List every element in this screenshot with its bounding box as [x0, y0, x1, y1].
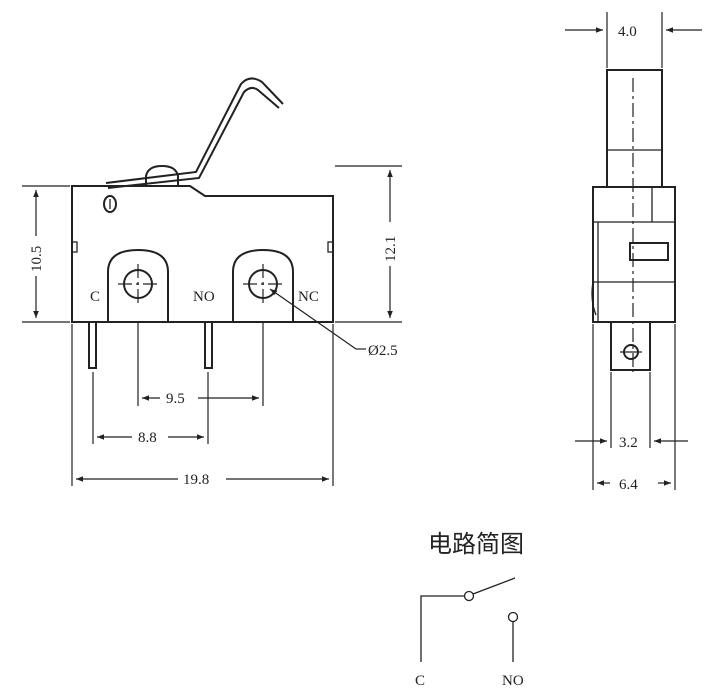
circuit-label-no: NO: [502, 673, 524, 689]
side-notch: [629, 242, 669, 261]
dim-pin-spacing: 8.8: [138, 430, 157, 446]
lever-arm-inner: [107, 86, 280, 189]
dim-top-width: 4.0: [618, 24, 637, 40]
circuit-switch-blade: [472, 577, 516, 595]
actuator-button: [145, 164, 179, 186]
side-terminal: [610, 322, 651, 371]
terminal-c-pin: [88, 321, 97, 369]
label-c: C: [90, 289, 100, 305]
lever-arm: [105, 77, 284, 184]
dim-hole-spacing: 9.5: [166, 391, 185, 407]
label-nc: NC: [298, 289, 319, 305]
switch-body: [71, 185, 334, 323]
dim-length: 19.8: [183, 472, 209, 488]
label-no: NO: [193, 289, 215, 305]
mounting-boss-right: [232, 248, 294, 322]
circuit-contact-common: [463, 590, 475, 602]
side-actuator: [606, 69, 663, 188]
pivot-slot: [103, 195, 117, 213]
front-view: C NO NC 10.5 12.1 Ø2.5 9.5 8.8: [22, 77, 402, 488]
circuit-title: 电路简图: [428, 530, 524, 558]
dim-body-width: 6.4: [619, 477, 638, 493]
circuit-label-c: C: [415, 673, 425, 689]
body-notch-left: [71, 241, 78, 253]
circuit-contact-no: [507, 611, 519, 623]
circuit-wire-c: [420, 595, 464, 662]
body-notch-right: [327, 241, 334, 253]
dim-height-total: 12.1: [383, 236, 399, 262]
dim-hole-diameter: Ø2.5: [368, 343, 398, 359]
side-body: [592, 186, 676, 323]
dim-terminal-width: 3.2: [619, 435, 638, 451]
side-view: 4.0 3.2 6.4: [565, 12, 702, 493]
circuit-diagram: 电路简图 C NO: [415, 530, 524, 689]
dim-height-body: 10.5: [29, 246, 45, 272]
mounting-boss-left: [107, 248, 169, 322]
terminal-no-pin: [204, 321, 213, 369]
